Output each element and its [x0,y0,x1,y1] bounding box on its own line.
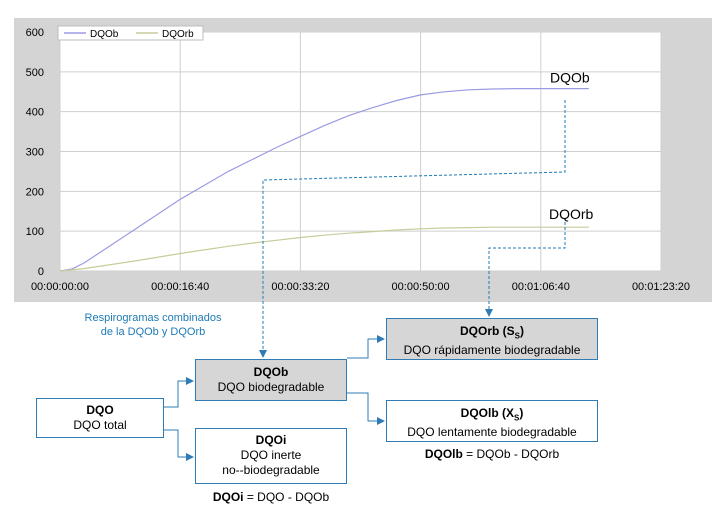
x-tick-label: 00:01:06:40 [512,281,570,293]
annotation-dqob: DQOb [550,70,590,86]
dqolb-desc: DQO lentamente biodegradable [407,425,577,440]
dqoi-formula-rest: = DQO - DQOb [243,490,330,504]
legend: DQOb DQOrb [57,25,204,41]
arrow-dqob-to-dqorb [347,335,385,359]
legend-entry: DQOrb [162,29,194,40]
dqoi-formula: DQOi = DQO - DQOb [195,490,347,504]
x-tick-label: 00:00:50:00 [392,281,450,293]
arrow-dqob-to-dqolb [347,392,385,425]
x-tick-label: 00:01:23:20 [632,281,690,293]
y-tick-label: 500 [26,67,44,79]
dqoi-title: DQOi [255,433,287,447]
dqoi-desc-1: DQO inerte [240,448,302,462]
dashed-connector-dqorb [485,222,566,317]
dqob-title: DQOb [253,365,289,379]
y-tick-label: 0 [38,266,44,278]
arrow-dqo-to-dqoi [164,429,194,461]
dqob-desc: DQO biodegradable [217,380,325,394]
x-tick-label: 00:00:33:20 [271,281,329,293]
legend-entry: DQOb [90,29,119,40]
annotation-dqorb: DQOrb [549,206,594,222]
dqo-title: DQO [86,403,114,417]
dashed-connector-dqob [259,100,566,358]
dqorb-desc: DQO rápidamente biodegradable [403,343,581,358]
caption-line-2: de la DQOb y DQOrb [100,326,206,338]
dqoi-box: DQOi DQO inerte no--biodegradable [195,428,347,484]
dqolb-title: DQOlb (XS) [460,406,524,423]
dqo-desc: DQO total [73,418,127,432]
dqoi-formula-bold: DQOi [212,490,244,504]
caption-line-1: Respirogramas combinados [84,312,222,324]
x-tick-label: 00:00:00:00 [31,281,89,293]
series-line-dqorb [59,226,589,272]
dqorb-box: DQOrb (SS) DQO rápidamente biodegradable [386,318,598,360]
dqo-total-box: DQO DQO total [36,398,164,438]
chart-caption: Respirogramas combinados de la DQOb y DQ… [58,311,248,339]
dqolb-formula: DQOlb = DQOb - DQOrb [386,447,598,461]
dqolb-formula-bold: DQOlb [424,447,463,461]
y-tick-label: 100 [26,226,44,238]
dqob-box: DQOb DQO biodegradable [195,359,347,401]
dqolb-box: DQOlb (XS) DQO lentamente biodegradable [386,400,598,442]
dqoi-desc-2: no--biodegradable [222,463,320,477]
series-line-dqob [59,88,589,272]
x-tick-label: 00:00:16:40 [151,281,209,293]
y-tick-label: 400 [26,107,44,119]
dqolb-formula-rest: = DQOb - DQOrb [462,447,560,461]
y-tick-label: 200 [26,186,44,198]
arrow-dqo-to-dqob [164,377,194,408]
y-tick-label: 300 [26,147,44,159]
dqorb-title: DQOrb (SS) [459,324,524,341]
y-tick-label: 600 [26,27,44,39]
legend-box [57,25,204,41]
